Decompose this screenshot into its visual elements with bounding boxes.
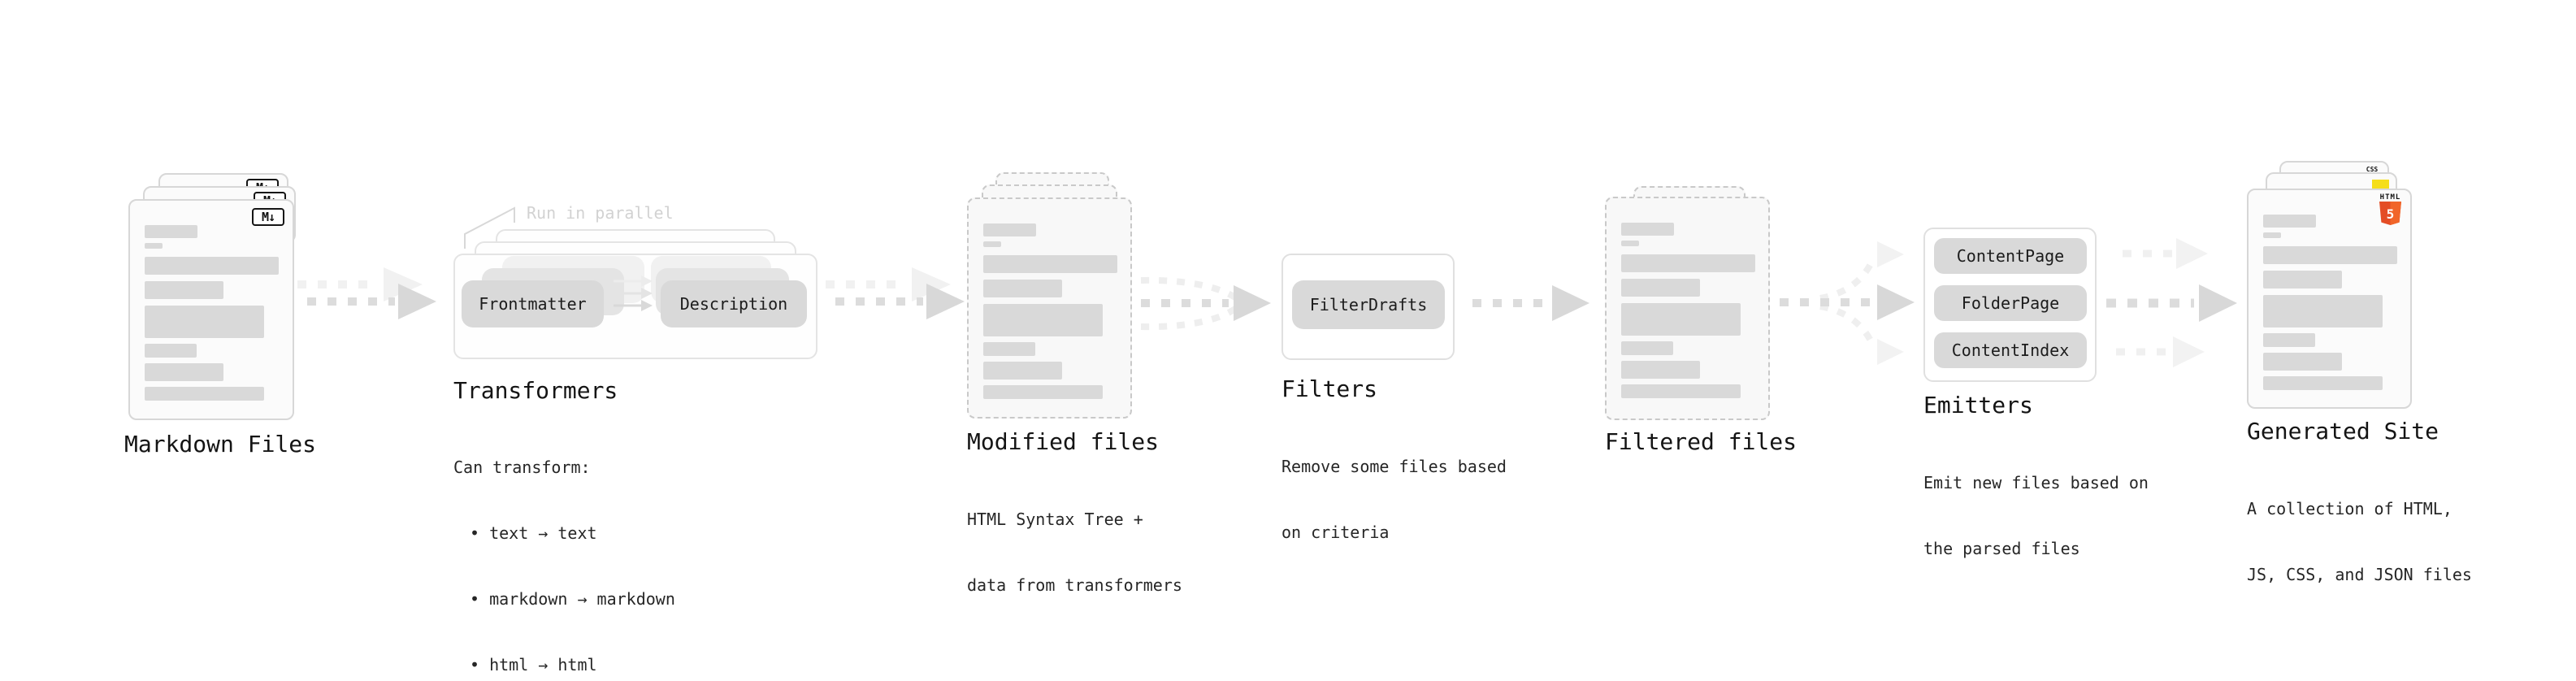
text-line-placeholder bbox=[145, 363, 223, 381]
generated-html-file-card: HTML 5 bbox=[2247, 189, 2412, 409]
arrow-filtered-to-emitters bbox=[1780, 241, 1915, 365]
transformer-pill-frontmatter: Frontmatter bbox=[462, 280, 604, 327]
stage-label-generated-site: Generated Site bbox=[2247, 418, 2439, 445]
text-line-placeholder bbox=[1621, 254, 1755, 272]
text-line-placeholder bbox=[145, 257, 279, 275]
caption-bullet: • html → html bbox=[470, 655, 597, 674]
text-line-placeholder bbox=[1621, 361, 1700, 379]
text-line-placeholder bbox=[2263, 353, 2342, 371]
modified-files-caption: HTML Syntax Tree + data from transformer… bbox=[967, 465, 1182, 640]
text-line-placeholder bbox=[983, 362, 1062, 380]
text-line-placeholder bbox=[1621, 384, 1741, 398]
caption-line: JS, CSS, and JSON files bbox=[2247, 565, 2472, 584]
caption-line: data from transformers bbox=[967, 575, 1182, 595]
text-line-placeholder bbox=[145, 344, 197, 358]
arrow-modified-to-filters bbox=[1140, 276, 1271, 331]
text-line-placeholder bbox=[1621, 303, 1741, 336]
text-line-placeholder bbox=[983, 280, 1062, 297]
caption-line: HTML Syntax Tree + bbox=[967, 510, 1143, 529]
transformers-caption: Can transform: • text → text • markdown … bbox=[453, 413, 675, 681]
stage-label-emitters: Emitters bbox=[1923, 392, 2033, 419]
html5-icon: HTML 5 bbox=[2379, 193, 2401, 228]
html5-shield: 5 bbox=[2379, 202, 2401, 225]
stage-label-markdown-files: Markdown Files bbox=[124, 431, 317, 458]
caption-bullet: • markdown → markdown bbox=[470, 589, 675, 609]
transformer-pill-description: Description bbox=[661, 280, 807, 327]
generated-site-caption: A collection of HTML, JS, CSS, and JSON … bbox=[2247, 454, 2472, 630]
emitter-pill-contentindex: ContentIndex bbox=[1934, 332, 2087, 368]
text-line-placeholder bbox=[983, 304, 1103, 336]
text-line-placeholder bbox=[145, 387, 264, 401]
text-line-placeholder bbox=[983, 223, 1036, 236]
arrow-markdown-to-transformers bbox=[297, 267, 436, 319]
text-line-placeholder bbox=[2263, 333, 2315, 347]
emitters-caption: Emit new files based on the parsed files bbox=[1923, 428, 2149, 604]
text-line-placeholder bbox=[1621, 341, 1673, 355]
text-line-placeholder bbox=[2263, 215, 2316, 228]
emitter-pill-contentpage: ContentPage bbox=[1934, 238, 2087, 274]
stage-label-filters: Filters bbox=[1281, 375, 1378, 402]
emitter-pill-folderpage: FolderPage bbox=[1934, 285, 2087, 321]
arrow-filters-to-filtered bbox=[1472, 285, 1589, 321]
text-line-placeholder bbox=[1621, 241, 1639, 246]
run-in-parallel-annotation: Run in parallel bbox=[527, 203, 674, 223]
modified-file-card bbox=[967, 197, 1132, 419]
text-line-placeholder bbox=[145, 306, 264, 338]
caption-line: Can transform: bbox=[453, 458, 591, 477]
text-line-placeholder bbox=[2263, 232, 2281, 238]
caption-line: Emit new files based on bbox=[1923, 473, 2149, 492]
caption-line: Remove some files based bbox=[1281, 457, 1507, 476]
text-line-placeholder bbox=[1621, 279, 1700, 297]
text-line-placeholder bbox=[2263, 271, 2342, 288]
text-line-placeholder bbox=[145, 225, 197, 238]
html5-badge-text: HTML bbox=[2379, 193, 2401, 202]
text-line-placeholder bbox=[983, 241, 1001, 247]
filtered-file-card bbox=[1605, 197, 1770, 420]
text-line-placeholder bbox=[2263, 295, 2383, 327]
text-line-placeholder bbox=[983, 255, 1117, 273]
text-line-placeholder bbox=[1621, 223, 1674, 236]
arrow-emitters-to-generated bbox=[2106, 238, 2237, 367]
filter-pill-filterdrafts: FilterDrafts bbox=[1292, 280, 1445, 329]
js-icon bbox=[2372, 180, 2389, 189]
markdown-icon: M↓ bbox=[252, 208, 284, 226]
filters-caption: Remove some files based on criteria bbox=[1281, 412, 1507, 588]
run-in-parallel-leader-line bbox=[464, 206, 515, 249]
caption-line: on criteria bbox=[1281, 523, 1390, 542]
text-line-placeholder bbox=[145, 243, 163, 249]
stage-label-filtered-files: Filtered files bbox=[1605, 428, 1798, 455]
transformer-internal-arrows bbox=[614, 275, 653, 311]
text-line-placeholder bbox=[2263, 246, 2397, 264]
stage-label-transformers: Transformers bbox=[453, 377, 618, 404]
markdown-file-card: M↓ bbox=[128, 199, 294, 420]
text-line-placeholder bbox=[2263, 376, 2383, 390]
arrow-transformers-to-modified bbox=[826, 267, 965, 319]
caption-line: the parsed files bbox=[1923, 539, 2080, 558]
caption-bullet: • text → text bbox=[470, 523, 597, 543]
text-line-placeholder bbox=[145, 281, 223, 299]
text-line-placeholder bbox=[983, 342, 1035, 356]
text-line-placeholder bbox=[983, 385, 1103, 399]
caption-line: A collection of HTML, bbox=[2247, 499, 2452, 518]
css-badge-text: CSS bbox=[2366, 166, 2379, 173]
stage-label-modified-files: Modified files bbox=[967, 428, 1160, 455]
svg-text:5: 5 bbox=[2387, 206, 2395, 222]
